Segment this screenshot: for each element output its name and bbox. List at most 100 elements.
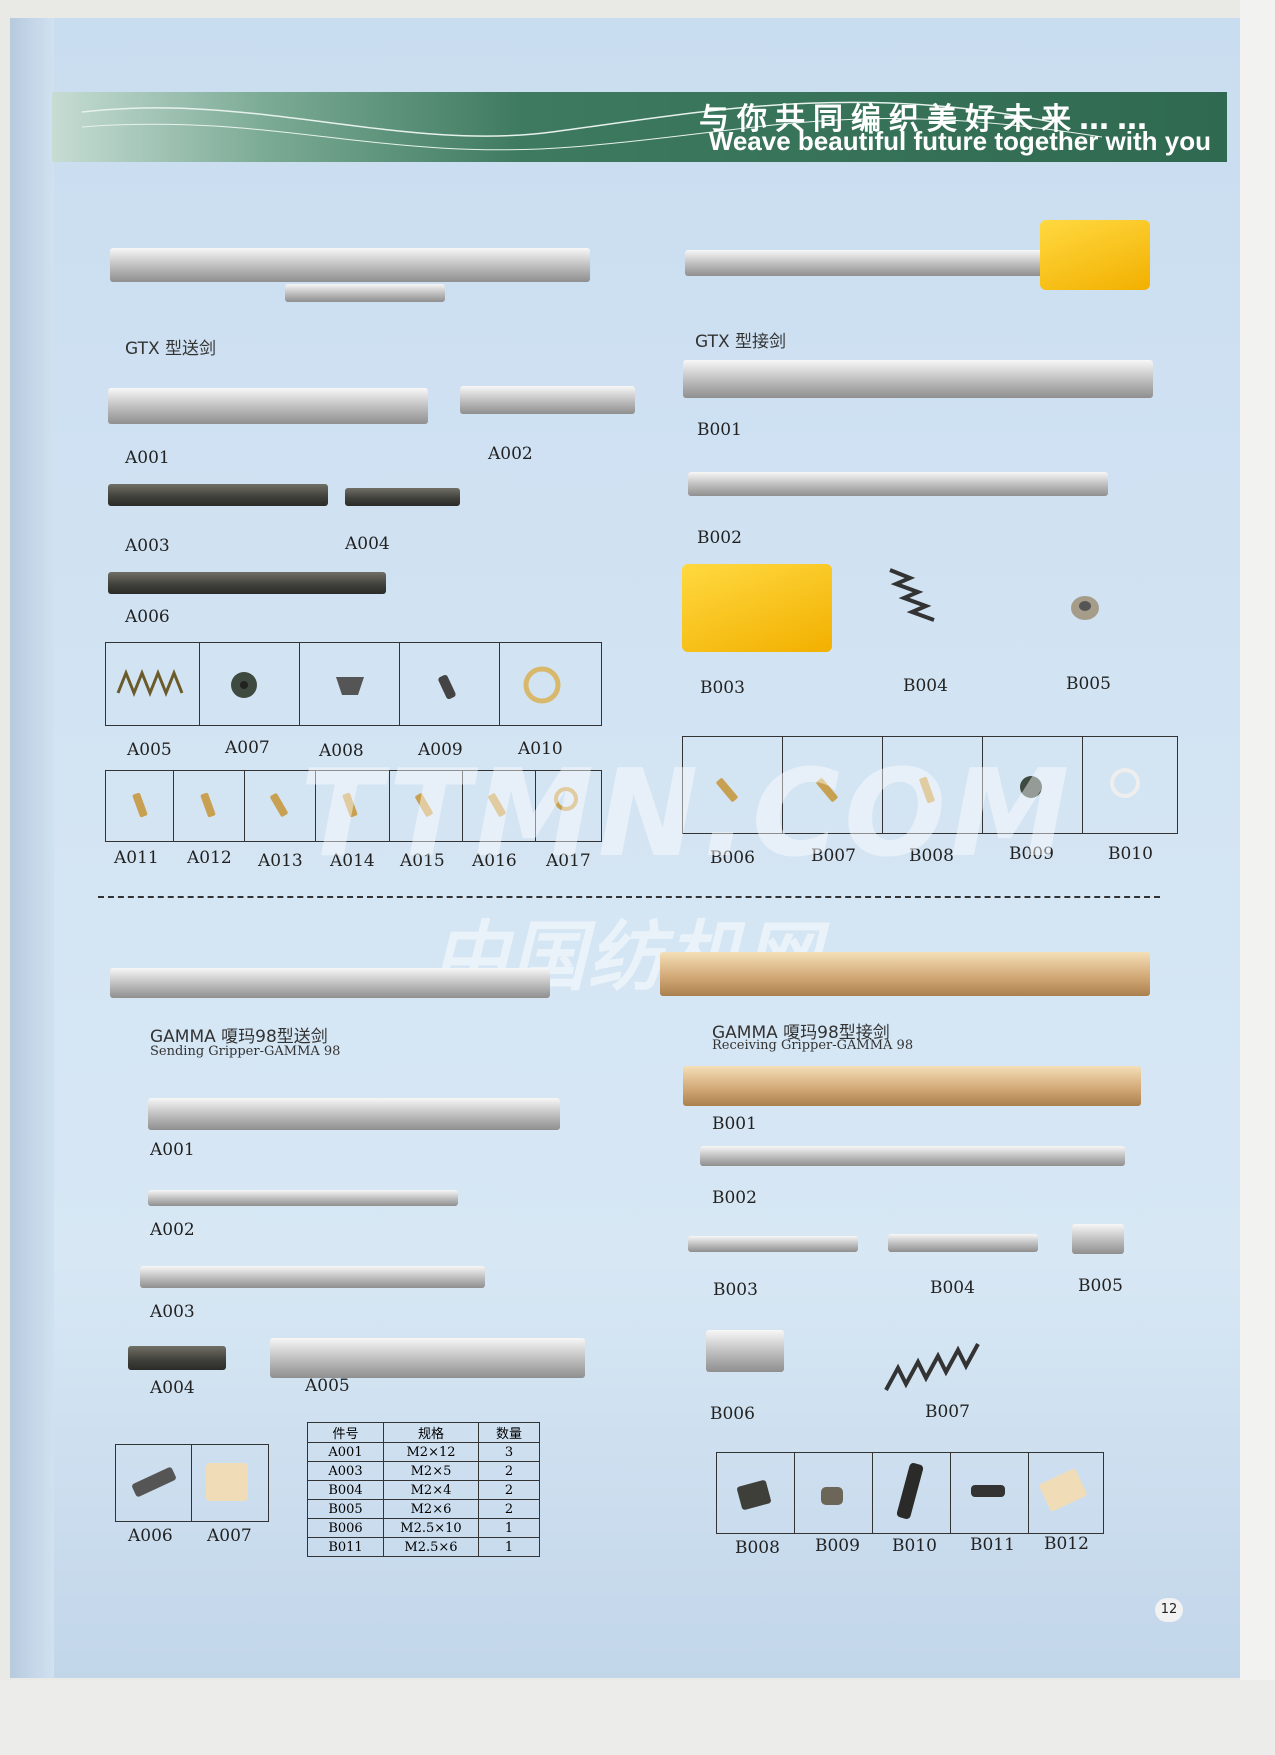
part-image-b003 [688, 1236, 858, 1252]
gamma-sending-gripper-image [110, 968, 550, 998]
gamma-sending-title: GAMMA 嗄玛98型送剑 [150, 1027, 328, 1047]
small-part-cell [795, 1453, 873, 1533]
part-image-b004 [888, 1234, 1038, 1252]
part-label: B006 [710, 1404, 755, 1424]
pin-icon [971, 1485, 1005, 1497]
spec-cell: 1 [478, 1537, 540, 1557]
banner-swoosh [81, 101, 1103, 151]
part-label: A007 [225, 738, 270, 758]
spec-cell: B005 [307, 1499, 384, 1519]
plate-icon [132, 1467, 176, 1497]
gtx-sending-gripper-image [110, 248, 590, 282]
spring-icon [884, 1343, 980, 1391]
small-part-cell [883, 737, 983, 833]
lever-icon [896, 1463, 924, 1519]
spec-cell: 2 [478, 1499, 540, 1519]
part-label: B011 [970, 1535, 1015, 1555]
spec-cell: A003 [307, 1461, 384, 1481]
part-label: B001 [712, 1114, 757, 1134]
scan-bottom [0, 1680, 1275, 1755]
spec-cell: M2.5×10 [383, 1518, 479, 1538]
part-image-b001 [683, 1066, 1141, 1106]
part-image-b001 [683, 360, 1153, 398]
part-label: B004 [903, 676, 948, 696]
spec-cell: A001 [307, 1442, 384, 1462]
part-label: A003 [150, 1302, 195, 1322]
washer-icon [1020, 776, 1042, 798]
small-parts-box-row2 [105, 770, 602, 842]
spec-cell: 2 [478, 1461, 540, 1481]
part-label: B008 [909, 846, 954, 866]
watermark-site: TTMN.COM [300, 745, 1074, 884]
bushing-icon [821, 1487, 843, 1505]
part-image-b002 [688, 472, 1108, 496]
part-label: A004 [345, 534, 390, 554]
gtx-receiving-gripper-image [685, 250, 1045, 276]
spec-cell: M2×5 [383, 1461, 479, 1481]
part-label: A010 [518, 739, 563, 759]
gamma-receiving-subtitle: Receiving Gripper-GAMMA 98 [712, 1038, 914, 1053]
spring-icon [889, 568, 935, 622]
gtx-sending-gripper-base [285, 284, 445, 302]
gamma-sending-subtitle: Sending Gripper-GAMMA 98 [150, 1044, 341, 1059]
block-icon [737, 1480, 771, 1510]
small-part-cell [174, 771, 245, 841]
page-number: 12 [1155, 1598, 1183, 1622]
gtx-receiving-gripper-yellow-block [1040, 220, 1150, 290]
part-label: B012 [1044, 1534, 1089, 1554]
screw-icon [200, 792, 216, 818]
small-part-cell [316, 771, 390, 841]
small-part-cell [873, 1453, 951, 1533]
part-image-a001 [108, 388, 428, 424]
part-image-a003 [108, 484, 328, 506]
part-image-a005 [270, 1338, 585, 1378]
spec-cell: B006 [307, 1518, 384, 1538]
part-image-b002 [700, 1146, 1125, 1166]
screw-icon [342, 792, 358, 818]
part-label: A014 [330, 851, 375, 871]
part-label: B005 [1066, 674, 1111, 694]
part-label: B001 [697, 420, 742, 440]
part-label: B003 [713, 1280, 758, 1300]
part-label: B002 [712, 1188, 757, 1208]
part-label: B009 [1009, 844, 1054, 864]
part-label: A006 [125, 607, 170, 627]
header-banner: 与你共同编织美好未来…… Weave beautiful future toge… [52, 92, 1227, 162]
catalog-page [10, 18, 1240, 1678]
screw-icon [488, 793, 506, 817]
small-parts-box-gamma-b [716, 1452, 1104, 1534]
part-image-a003 [140, 1266, 485, 1288]
small-part-cell [400, 643, 500, 725]
part-label: A002 [488, 444, 533, 464]
screw-icon [132, 792, 148, 818]
small-part-cell [1083, 737, 1177, 833]
part-image-a001 [148, 1098, 560, 1130]
spec-header-qty: 数量 [478, 1422, 540, 1443]
part-image-a004 [128, 1346, 226, 1370]
small-part-cell [500, 643, 600, 725]
part-image-b003 [682, 564, 832, 652]
small-part-cell [300, 643, 400, 725]
part-label: B010 [892, 1536, 937, 1556]
part-label: B006 [710, 848, 755, 868]
small-part-cell [1029, 1453, 1103, 1533]
small-part-cell [463, 771, 536, 841]
small-parts-box-row3 [682, 736, 1178, 834]
ring-icon [1110, 768, 1140, 798]
small-parts-box-gamma-a [115, 1444, 269, 1522]
screw-icon [415, 793, 433, 817]
part-label: A007 [207, 1526, 252, 1546]
part-label: A005 [305, 1376, 350, 1396]
part-label: A005 [127, 740, 172, 760]
small-part-cell [783, 737, 883, 833]
small-part-cell [683, 737, 783, 833]
part-label: B004 [930, 1278, 975, 1298]
small-part-cell [116, 1445, 192, 1521]
spec-cell: B011 [307, 1537, 384, 1557]
pad-icon [1039, 1468, 1087, 1512]
ring-icon [554, 787, 578, 811]
